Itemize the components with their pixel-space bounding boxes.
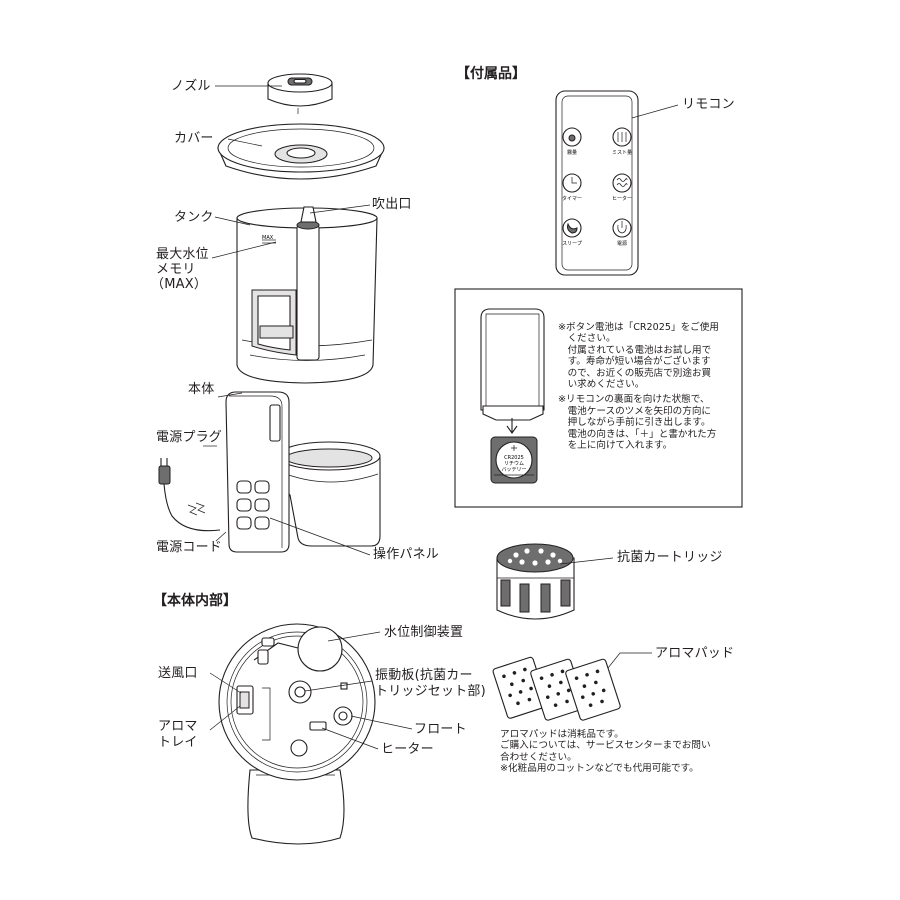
label-outlet: 吹出口 — [372, 197, 412, 212]
battery-note-line: ※リモコンの裏面を向けた状態で、 — [558, 394, 710, 406]
label-air-outlet: 送風口 — [158, 666, 198, 681]
battery-note-line: ください。 — [558, 333, 616, 345]
label-nozzle: ノズル — [171, 79, 211, 94]
label-cord: 電源コード — [156, 540, 223, 555]
vibration-leader — [304, 680, 373, 692]
battery-marking-battery: バッテリー — [501, 467, 526, 473]
heater-leader — [321, 727, 379, 750]
outlet-leader — [309, 204, 371, 214]
battery-note-line: を上に向けて入れます。 — [558, 440, 673, 452]
label-aroma-tray-2: トレイ — [158, 735, 198, 750]
battery-note-line: 電池の向きは、「＋」と書かれた方 — [558, 428, 717, 440]
interior-heading: 【本体内部】 — [153, 593, 237, 609]
aroma-pad-leader — [607, 652, 652, 669]
label-cover: カバー — [174, 131, 214, 146]
label-float: フロート — [414, 722, 467, 737]
battery-marking-lithium: リチウム — [504, 460, 524, 467]
body-leader — [217, 392, 243, 398]
max-level-leader — [211, 241, 277, 259]
aroma-note-line: ご購入については、サービスセンターまでお問い — [500, 740, 711, 752]
tank-illustration: MAX — [236, 206, 378, 384]
remote-label-mist-amount: ミスト量 — [612, 149, 632, 156]
remote-leader — [631, 104, 679, 119]
battery-marking-model: CR2025 — [504, 455, 524, 461]
float-leader — [350, 715, 413, 730]
cartridge-leader — [559, 557, 614, 565]
remote-label-sleep: スリープ — [562, 241, 582, 247]
battery-note-line: す。寿命が短い場合がございます — [558, 356, 711, 368]
battery-note-line: 電池ケースのツメを矢印の方向に — [558, 405, 712, 417]
label-aroma-tray-1: アロマ — [158, 719, 198, 734]
label-vibration-1: 振動板(抗菌カー — [375, 668, 473, 683]
max-marking: MAX — [262, 235, 274, 241]
label-heater: ヒーター — [381, 742, 434, 757]
remote-illustration: 霧量 ミスト量 タイマー ヒーター スリープ 電源 — [555, 90, 639, 276]
interior-illustration — [218, 623, 376, 845]
remote-label-timer: タイマー — [562, 195, 582, 202]
label-water-control: 水位制御装置 — [384, 625, 464, 640]
battery-note-line: ので、お近くの販売店で別途お買 — [558, 367, 712, 379]
battery-note-box — [454, 288, 743, 508]
water-control-leader — [327, 631, 381, 642]
label-aroma-pad: アロマパッド — [655, 646, 735, 661]
label-vibration-2: トリッジセット部) — [375, 684, 486, 699]
label-max-level-1: 最大水位 — [156, 247, 209, 262]
label-tank: タンク — [174, 210, 214, 225]
label-body: 本体 — [188, 382, 215, 397]
aroma-note: アロマパッドは消耗品です。 ご購入については、サービスセンターまでお問い 合わせ… — [500, 729, 711, 775]
cover-illustration — [217, 123, 385, 180]
aroma-note-line: アロマパッドは消耗品です。 — [500, 729, 624, 740]
battery-note-line: ※ボタン電池は「CR2025」をご使用 — [558, 322, 719, 333]
label-remote: リモコン — [682, 97, 735, 112]
label-panel: 操作パネル — [373, 547, 440, 562]
label-cartridge: 抗菌カートリッジ — [617, 550, 723, 565]
remote-label-power: 電源 — [617, 240, 627, 247]
aroma-note-line: ※化粧品用のコットンなどでも代用可能です。 — [500, 763, 699, 775]
battery-note-line: 押しながら手前に引き出します。 — [558, 417, 711, 429]
cartridge-illustration — [496, 543, 575, 620]
label-max-level-2: メモリ — [156, 262, 196, 277]
air-outlet-leader — [209, 672, 242, 694]
remote-label-mist: 霧量 — [567, 149, 577, 156]
battery-note-line: い求めください。 — [558, 379, 645, 391]
cover-leader — [227, 138, 263, 147]
panel-leader — [269, 517, 371, 556]
power-plug-illustration — [158, 458, 221, 532]
battery-note-line: 付属されている電池はお試し用で — [558, 344, 712, 356]
remote-back-illustration: CR2025 リチウム バッテリー — [480, 308, 545, 484]
battery-note: ※ボタン電池は「CR2025」をご使用 ください。 付属されている電池はお試し用… — [558, 322, 719, 451]
aroma-note-line: 合わせください。 — [500, 751, 577, 763]
tank-leader — [214, 216, 251, 226]
remote-label-heater: ヒーター — [612, 195, 632, 202]
cord-leader — [215, 531, 227, 542]
aroma-tray-leader — [209, 705, 241, 731]
label-plug: 電源プラグ — [156, 430, 223, 445]
main-body-illustration — [225, 391, 381, 553]
accessories-heading: 【付属品】 — [456, 66, 526, 82]
label-max-level-3: （MAX） — [151, 277, 208, 292]
aroma-pads-illustration — [492, 656, 621, 721]
nozzle-illustration — [267, 73, 333, 114]
